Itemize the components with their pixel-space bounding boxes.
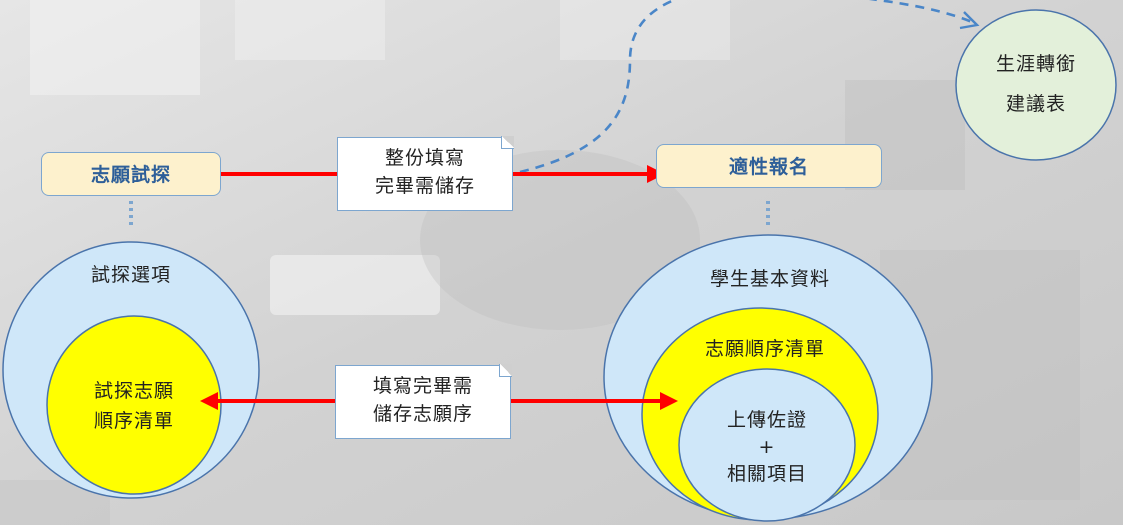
career-label-line2: 建議表 xyxy=(1005,93,1066,115)
bottom-note-line1: 填寫完畢需 xyxy=(372,375,473,397)
career-connector-arrowhead xyxy=(959,11,980,30)
left-inner-label-line1: 試探志願 xyxy=(93,380,174,402)
career-connector xyxy=(519,0,973,174)
right-middle-label: 志願順序清單 xyxy=(704,338,825,360)
left-inner-circle xyxy=(46,315,222,495)
bottom-arrow-right-head xyxy=(660,392,678,410)
left-outer-label: 試探選項 xyxy=(90,264,171,286)
bottom-note: 填寫完畢需 儲存志願序 xyxy=(335,364,512,439)
bottom-arrow-left-head xyxy=(200,392,218,410)
top-note-line2: 完畢需儲存 xyxy=(374,175,475,197)
right-inner-label-line1: 上傳佐證 xyxy=(726,409,807,431)
career-label-line1: 生涯轉銜 xyxy=(995,53,1076,75)
right-inner-label: 上傳佐證 + 相關項目 xyxy=(700,407,834,488)
bottom-note-line2: 儲存志願序 xyxy=(372,403,473,425)
left-header: 志願試探 xyxy=(41,152,221,196)
bg-notebook xyxy=(30,0,200,95)
right-inner-circle xyxy=(678,368,856,522)
career-label: 生涯轉銜 建議表 xyxy=(976,44,1096,124)
bg-device xyxy=(270,255,440,315)
top-note: 整份填寫 完畢需儲存 xyxy=(337,136,514,211)
left-inner-label: 試探志願 順序清單 xyxy=(64,376,204,436)
right-inner-label-line3: 相關項目 xyxy=(726,463,807,485)
left-inner-label-line2: 順序清單 xyxy=(93,410,174,432)
career-circle xyxy=(955,9,1117,161)
right-inner-label-line2: + xyxy=(758,436,776,458)
right-outer-label: 學生基本資料 xyxy=(709,268,830,290)
bg-keyboard xyxy=(560,0,730,60)
top-note-line1: 整份填寫 xyxy=(384,147,465,169)
bg-paper xyxy=(235,0,385,60)
right-header: 適性報名 xyxy=(656,144,882,188)
